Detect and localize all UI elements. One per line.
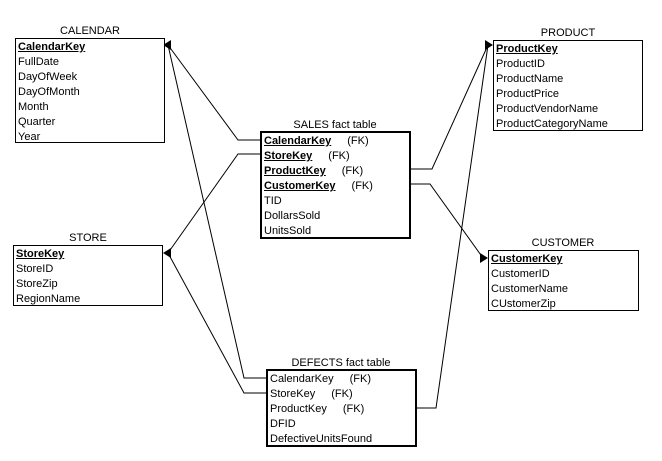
customer-field-name: CustomerID bbox=[491, 268, 550, 280]
store-field-name: StoreID bbox=[16, 263, 54, 275]
customer-field-name: CUstomerZip bbox=[491, 298, 556, 310]
arrowhead-store bbox=[163, 248, 171, 258]
defects-title: DEFECTS fact table bbox=[291, 357, 391, 369]
defects-fact-table: CalendarKey (FK) StoreKey (FK) ProductKey (FK… bbox=[266, 369, 417, 447]
customer-field-row: CUstomerZip bbox=[491, 297, 638, 312]
sales-foreign-key-marker: (FK) bbox=[341, 165, 364, 177]
link-sales-store bbox=[167, 153, 260, 254]
product-title: PRODUCT bbox=[540, 27, 596, 39]
calendar-field-row: DayOfMonth bbox=[18, 85, 164, 100]
sales-field-row: DollarsSold bbox=[264, 209, 409, 224]
sales-field-row: CalendarKey (FK) bbox=[264, 134, 409, 149]
calendar-field-row: DayOfWeek bbox=[18, 70, 164, 85]
link-sales-product bbox=[410, 44, 489, 170]
sales-field-row: UnitsSold bbox=[264, 224, 409, 239]
sales-field-row: TID bbox=[264, 194, 409, 209]
sales-field-row: StoreKey (FK) bbox=[264, 149, 409, 164]
defects-foreign-key-marker: (FK) bbox=[331, 388, 353, 400]
link-sales-customer bbox=[410, 183, 484, 259]
arrowhead-calendar bbox=[163, 40, 171, 50]
arrowhead-customer bbox=[480, 253, 488, 263]
store-field-name: RegionName bbox=[16, 293, 81, 305]
defects-field-name: DFID bbox=[270, 418, 296, 430]
sales-foreign-key-marker: (FK) bbox=[347, 135, 369, 147]
arrowhead-product bbox=[485, 40, 493, 50]
calendar-field-name: DayOfWeek bbox=[18, 71, 78, 83]
customer-title: CUSTOMER bbox=[531, 237, 595, 249]
sales-fact-table: CalendarKey(FK)StoreKey(FK)ProductKey(FK… bbox=[260, 131, 411, 239]
store-field-row: StoreKey bbox=[16, 247, 162, 262]
calendar-field-row: Month bbox=[18, 100, 164, 115]
defects-field-name: DefectiveUnitsFound bbox=[270, 433, 373, 445]
store-field-name: StoreZip bbox=[16, 278, 58, 290]
calendar-field-name: DayOfMonth bbox=[18, 86, 80, 98]
product-field-row: ProductCategoryName bbox=[496, 117, 642, 132]
calendar-field-name: Month bbox=[18, 101, 49, 113]
sales-field-name: CustomerKey bbox=[264, 180, 336, 192]
defects-field-row: DFID bbox=[270, 417, 415, 432]
defects-field-name: ProductKey bbox=[270, 403, 327, 415]
sales-field-name: ProductKey bbox=[264, 165, 326, 177]
product-field-row: ProductID bbox=[496, 57, 642, 72]
product-field-row: ProductKey bbox=[496, 42, 642, 57]
product-field-name: ProductID bbox=[496, 58, 545, 70]
customer-field-name: CustomerName bbox=[491, 283, 569, 295]
link-defects-store bbox=[167, 252, 266, 394]
calendar-field-name: FullDate bbox=[18, 56, 59, 68]
product-field-name: ProductKey bbox=[496, 43, 558, 55]
sales-field-name: CalendarKey bbox=[264, 135, 332, 147]
defects-field-row: ProductKey (FK) bbox=[270, 402, 415, 417]
defects-field-row: DefectiveUnitsFound bbox=[270, 432, 415, 447]
sales-field-name: TID bbox=[264, 195, 282, 207]
customer-field-row: CustomerID bbox=[491, 267, 638, 282]
product-field-name: ProductVendorName bbox=[496, 103, 599, 115]
customer-field-row: CustomerKey bbox=[491, 252, 638, 267]
calendar-field-name: CalendarKey bbox=[18, 41, 86, 53]
store-field-row: StoreID bbox=[16, 262, 162, 277]
sales-field-name: UnitsSold bbox=[264, 225, 312, 237]
link-defects-calendar bbox=[167, 44, 266, 379]
store-field-row: RegionName bbox=[16, 292, 162, 307]
customer-field-row: CustomerName bbox=[491, 282, 638, 297]
sales-title: SALES fact table bbox=[293, 119, 377, 131]
sales-field-name: StoreKey bbox=[264, 150, 313, 162]
product-field-row: ProductPrice bbox=[496, 87, 642, 102]
product-field-name: ProductCategoryName bbox=[496, 118, 608, 130]
calendar-field-name: Year bbox=[18, 131, 41, 143]
calendar-field-row: Year bbox=[18, 130, 164, 145]
link-defects-product bbox=[416, 44, 489, 409]
link-sales-calendar bbox=[167, 44, 260, 141]
store-title: STORE bbox=[69, 232, 107, 244]
sales-field-name: DollarsSold bbox=[264, 210, 321, 222]
sales-field-row: CustomerKey (FK) bbox=[264, 179, 409, 194]
defects-foreign-key-marker: (FK) bbox=[349, 373, 371, 385]
calendar-field-name: Quarter bbox=[18, 116, 56, 128]
defects-field-name: StoreKey bbox=[270, 388, 316, 400]
sales-foreign-key-marker: (FK) bbox=[351, 180, 373, 192]
sales-foreign-key-marker: (FK) bbox=[328, 150, 350, 162]
store-field-row: StoreZip bbox=[16, 277, 162, 292]
calendar-title: CALENDAR bbox=[60, 25, 120, 37]
defects-field-name: CalendarKey bbox=[270, 373, 334, 385]
calendar-field-row: CalendarKey bbox=[18, 40, 164, 55]
customer-field-name: CustomerKey bbox=[491, 253, 563, 265]
calendar-field-row: FullDate bbox=[18, 55, 164, 70]
defects-field-row: CalendarKey (FK) bbox=[270, 372, 415, 387]
product-field-name: ProductPrice bbox=[496, 88, 559, 100]
product-field-row: ProductVendorName bbox=[496, 102, 642, 117]
product-field-name: ProductName bbox=[496, 73, 564, 85]
defects-foreign-key-marker: (FK) bbox=[342, 403, 365, 415]
product-field-row: ProductName bbox=[496, 72, 642, 87]
defects-field-row: StoreKey (FK) bbox=[270, 387, 415, 402]
calendar-field-row: Quarter bbox=[18, 115, 164, 130]
sales-field-row: ProductKey (FK) bbox=[264, 164, 409, 179]
store-field-name: StoreKey bbox=[16, 248, 65, 260]
